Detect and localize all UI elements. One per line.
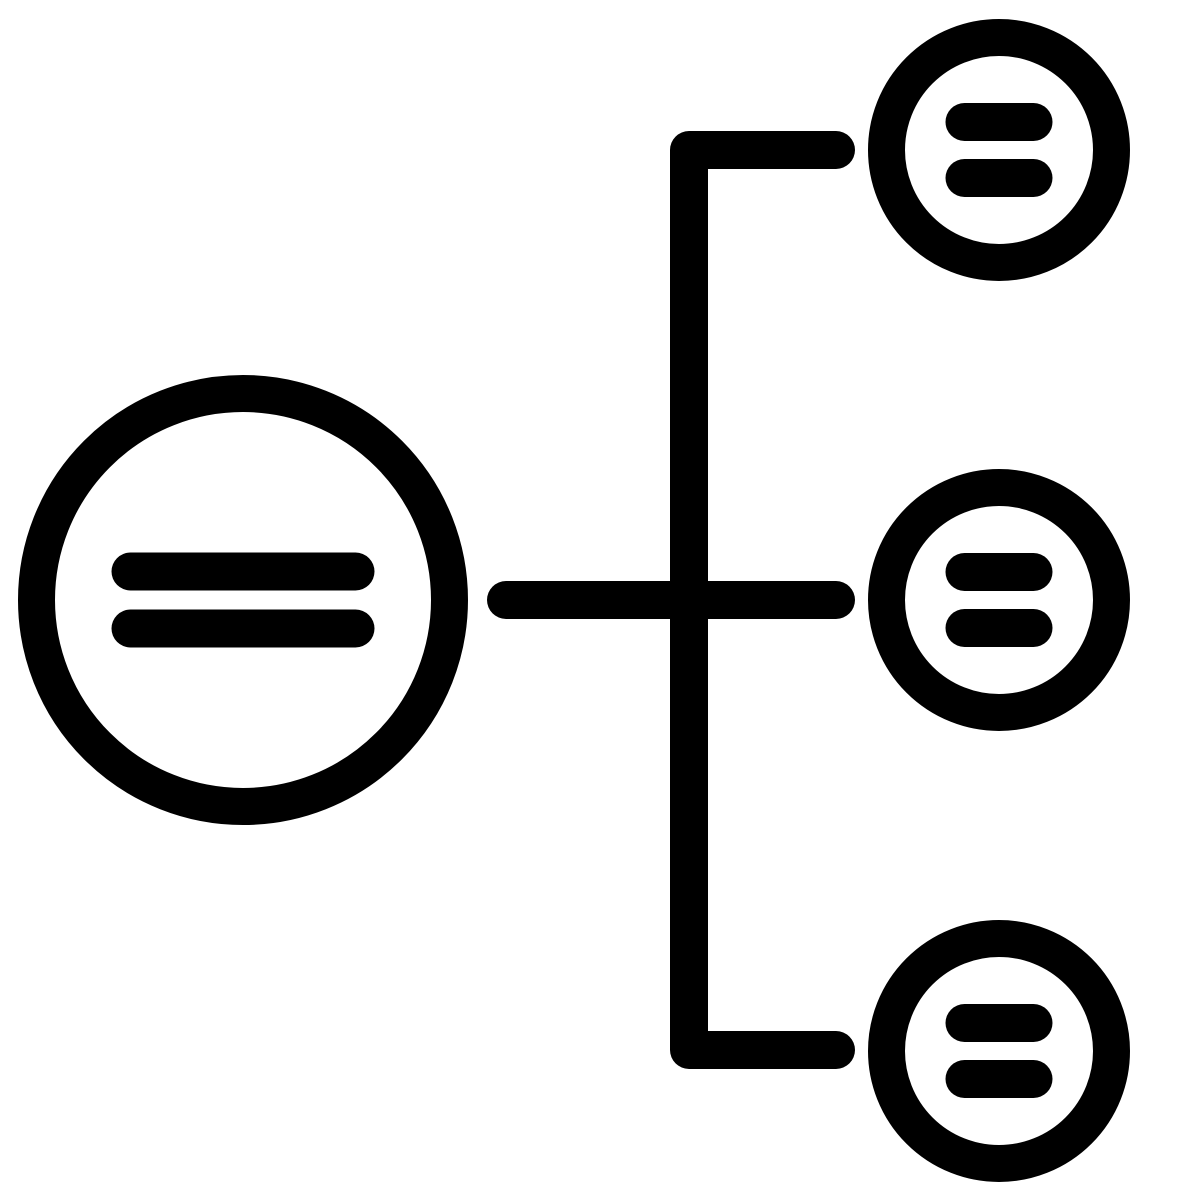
node-circle [868, 19, 1130, 281]
node-circle [868, 920, 1130, 1182]
root-node [18, 375, 468, 825]
node-circle [868, 469, 1130, 731]
connectors [487, 131, 855, 1069]
trunk-and-top-branch [670, 131, 855, 1069]
child-node-2 [868, 469, 1130, 731]
child-node-1 [868, 19, 1130, 281]
node-circle [18, 375, 468, 825]
child-node-3 [868, 920, 1130, 1182]
